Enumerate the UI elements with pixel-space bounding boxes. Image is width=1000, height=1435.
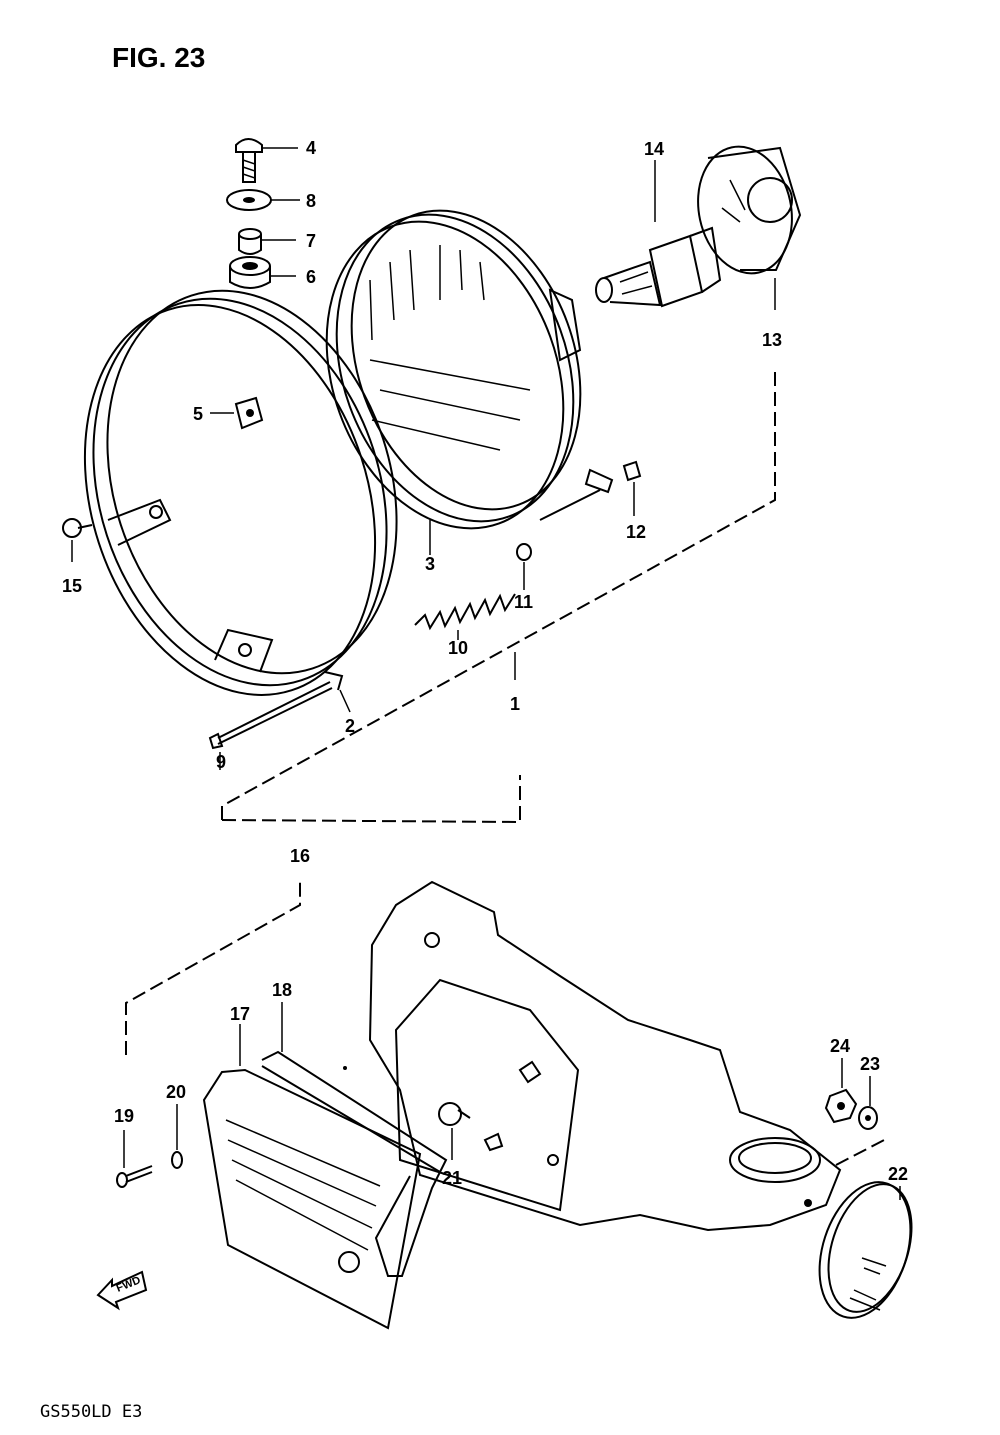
part-9-long-screw [208, 681, 333, 770]
part-5-clip [210, 396, 264, 430]
part-11-washer [516, 543, 532, 590]
assembly-1-bracket [221, 368, 776, 820]
callout-4: 4 [306, 138, 316, 158]
part-2-headlight-rim [83, 289, 398, 713]
part-18-gasket [261, 1002, 448, 1277]
figure-title: FIG. 23 [112, 42, 206, 73]
callout-3: 3 [425, 554, 435, 574]
callout-1: 1 [510, 694, 520, 714]
callout-22: 22 [888, 1164, 908, 1184]
callout-15: 15 [62, 576, 82, 596]
assembly-16-bracket [125, 775, 521, 1055]
callout-6: 6 [306, 267, 316, 287]
part-14-bulb [595, 160, 722, 308]
forward-direction-arrow: FWD [96, 1270, 148, 1311]
part-10-spring [414, 593, 516, 640]
callout-9: 9 [216, 752, 226, 772]
callout-18: 18 [272, 980, 292, 1000]
part-6-grommet [229, 256, 296, 289]
part-4-screw [235, 138, 298, 183]
part-22-reflector [818, 1181, 913, 1319]
callout-19: 19 [114, 1106, 134, 1126]
model-code: GS550LD E3 [40, 1402, 143, 1422]
part-19-screw [116, 1130, 153, 1188]
callout-8: 8 [306, 191, 316, 211]
callout-5: 5 [193, 404, 203, 424]
part-7-collar [238, 228, 296, 255]
part-17-license-lens [202, 1024, 422, 1330]
callout-10: 10 [448, 638, 468, 658]
part-21-bulb [438, 1102, 471, 1160]
part-24-nut [824, 1058, 858, 1124]
callout-24: 24 [830, 1036, 850, 1056]
callout-16: 16 [290, 846, 310, 866]
part-13-socket-cover [697, 145, 802, 310]
callout-12: 12 [626, 522, 646, 542]
callout-14: 14 [644, 139, 664, 159]
callout-13: 13 [762, 330, 782, 350]
part-23-washer [835, 1076, 889, 1166]
callout-7: 7 [306, 231, 316, 251]
callout-17: 17 [230, 1004, 250, 1024]
callout-20: 20 [166, 1082, 186, 1102]
part-16-lamp-housing [343, 880, 842, 1232]
part-8-washer [226, 189, 300, 211]
part-15-screw [62, 518, 93, 562]
callout-21: 21 [442, 1168, 462, 1188]
part-3-headlight-lens [325, 209, 614, 555]
callout-23: 23 [860, 1054, 880, 1074]
callout-11: 11 [514, 592, 533, 612]
fwd-label: FWD [115, 1274, 143, 1295]
part-12-nut [622, 460, 642, 516]
callout-2: 2 [345, 716, 355, 736]
part-20-washer [171, 1104, 183, 1169]
